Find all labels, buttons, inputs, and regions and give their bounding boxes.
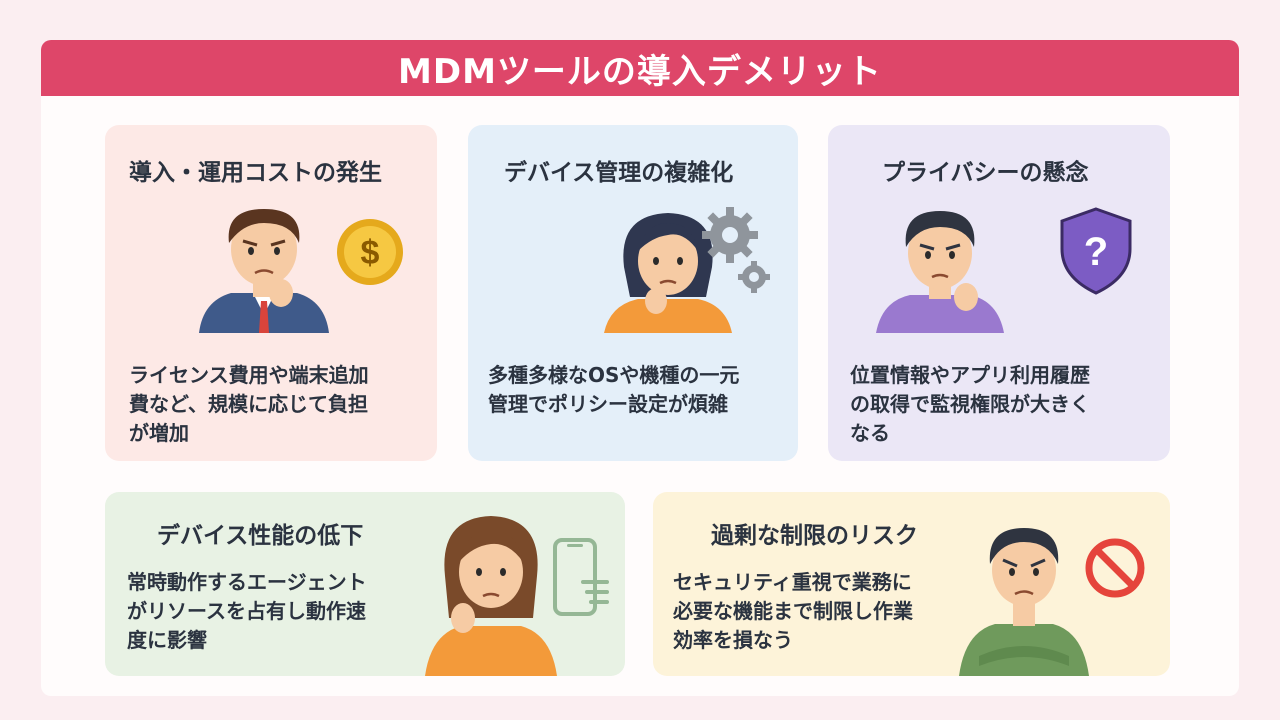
worried-woman-illustration — [598, 201, 738, 333]
card-description: 位置情報やアプリ利用履歴 の取得で監視権限が大きく なる — [850, 363, 1090, 445]
worried-woman-illustration — [421, 506, 561, 676]
card-description: 多種多様なOSや機種の一元 管理でポリシー設定が煩雑 — [488, 363, 740, 416]
gears-icon — [700, 205, 780, 301]
card-description: 常時動作するエージェント がリソースを占有し動作速 度に影響 — [127, 570, 367, 652]
card-title: 導入・運用コストの発生 — [129, 160, 382, 186]
smartphone-icon — [549, 536, 611, 622]
worried-man-arms-crossed-illustration — [949, 506, 1099, 676]
card-privacy: プライバシーの懸念 ? 位置情報やアプリ利用履歴 の取得 — [828, 125, 1170, 461]
dollar-coin-icon: $ — [335, 217, 405, 287]
svg-text:$: $ — [361, 234, 380, 272]
worried-man-illustration — [191, 197, 337, 333]
card-description: セキュリティ重視で業務に 必要な機能まで制限し作業 効率を損なう — [673, 570, 913, 652]
shield-question-icon: ? — [1056, 205, 1136, 297]
header-banner: MDMツールの導入デメリット — [41, 40, 1239, 96]
card-performance: デバイス性能の低下 常時動作するエージェント がリソースを占有し動作速 度に影響 — [105, 492, 625, 676]
card-device-management: デバイス管理の複雑化 — [468, 125, 798, 461]
infographic-panel: MDMツールの導入デメリット 導入・運用コストの発生 — [41, 40, 1239, 696]
card-title: 過剰な制限のリスク — [711, 523, 918, 549]
card-cost: 導入・運用コストの発生 $ — [105, 125, 437, 461]
page-title: MDMツールの導入デメリット — [398, 51, 882, 92]
prohibited-icon — [1085, 538, 1145, 598]
card-description: ライセンス費用や端末追加 費など、規模に応じて負担 が増加 — [129, 363, 369, 445]
card-restriction: 過剰な制限のリスク セキュリティ重視で業務に 必要な機能まで制限し作業 効率を損… — [653, 492, 1170, 676]
card-title: デバイス管理の複雑化 — [504, 160, 734, 186]
card-title: プライバシーの懸念 — [882, 160, 1089, 186]
card-title: デバイス性能の低下 — [157, 523, 364, 549]
svg-text:?: ? — [1084, 230, 1108, 274]
worried-man-illustration — [870, 197, 1010, 333]
